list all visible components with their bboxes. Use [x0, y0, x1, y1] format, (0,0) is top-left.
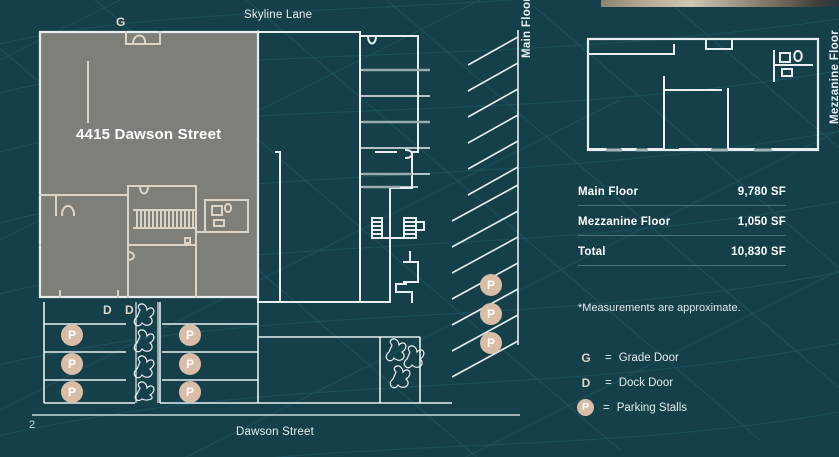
table-row: Total 10,830 SF — [578, 243, 786, 266]
main-floor-plan-drawing — [32, 30, 520, 416]
parking-stall-marker: P — [480, 274, 502, 296]
area-row-name: Mezzanine Floor — [578, 216, 671, 228]
dock-door-marker-2: D — [125, 303, 134, 317]
street-label-skyline-lane: Skyline Lane — [244, 9, 313, 21]
legend-label-grade-door: Grade Door — [618, 351, 679, 364]
street-label-dawson-street: Dawson Street — [236, 426, 315, 438]
mezzanine-floor-plan-drawing — [586, 37, 820, 152]
legend-equals: = — [603, 401, 610, 414]
legend-label-parking-stalls: Parking Stalls — [616, 401, 688, 414]
parking-stall-marker: P — [480, 303, 502, 325]
legend-equals: = — [605, 351, 612, 364]
legend-key-grade-door: G — [581, 350, 591, 365]
section-label-main-floor: Main Floor — [521, 0, 533, 58]
legend-item-parking-stalls: P = Parking Stalls — [576, 395, 687, 420]
area-row-value: 10,830 SF — [731, 246, 786, 258]
header-photo-strip — [601, 0, 839, 7]
parking-stall-marker: P — [61, 353, 83, 375]
parking-stall-marker: P — [179, 324, 201, 346]
dock-door-marker-1: D — [103, 303, 112, 317]
legend-item-grade-door: G = Grade Door — [576, 345, 687, 370]
legend-label-dock-door: Dock Door — [618, 376, 674, 389]
section-label-mezzanine-floor: Mezzanine Floor — [829, 30, 839, 124]
parking-stall-marker: P — [61, 324, 83, 346]
parking-stall-marker: P — [179, 381, 201, 403]
grade-door-marker: G — [116, 15, 126, 29]
page-number: 2 — [29, 419, 36, 431]
area-row-name: Total — [578, 246, 606, 258]
legend-key-dock-door: D — [581, 375, 591, 390]
area-row-value: 1,050 SF — [737, 216, 786, 228]
legend: G = Grade Door D = Dock Door P = Parking… — [576, 345, 687, 420]
parking-stall-marker: P — [179, 353, 201, 375]
area-summary-table: Main Floor 9,780 SF Mezzanine Floor 1,05… — [578, 183, 786, 266]
legend-equals: = — [605, 376, 612, 389]
parking-stall-marker: P — [61, 381, 83, 403]
building-address-label: 4415 Dawson Street — [76, 126, 222, 143]
measurement-disclaimer: *Measurements are approximate. — [578, 302, 741, 314]
parking-stall-marker: P — [480, 332, 502, 354]
area-row-value: 9,780 SF — [737, 186, 786, 198]
legend-item-dock-door: D = Dock Door — [576, 370, 687, 395]
legend-key-parking-stalls: P — [577, 399, 594, 416]
table-row: Mezzanine Floor 1,050 SF — [578, 213, 786, 236]
area-row-name: Main Floor — [578, 186, 639, 198]
table-row: Main Floor 9,780 SF — [578, 183, 786, 206]
